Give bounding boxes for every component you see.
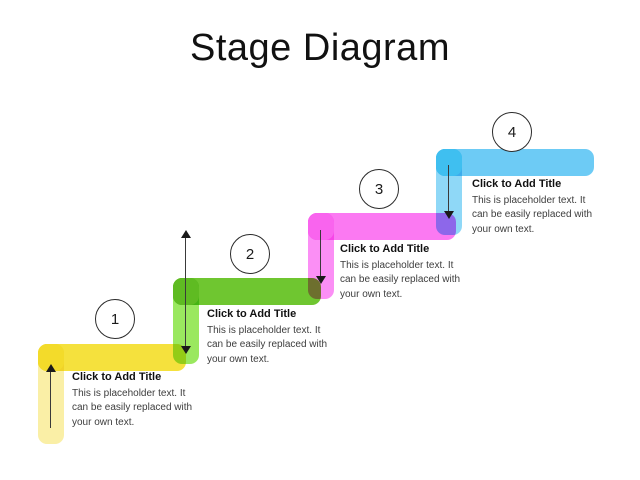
stage-1-body[interactable]: This is placeholder text. It can be easi… [72,387,193,428]
stage-4-body[interactable]: This is placeholder text. It can be easi… [472,194,593,235]
stage-3-arrow-line [320,230,321,278]
stage-2-bar-cap [173,278,199,305]
stage-3-title[interactable]: Click to Add Title [340,243,430,255]
stage-4-bar [436,149,594,176]
stage-4-number-badge[interactable]: 4 [492,112,532,152]
stage-3-text-block[interactable]: Click to Add Title This is placeholder t… [340,243,468,302]
stage-2-title[interactable]: Click to Add Title [207,308,297,320]
stage-4-text-block[interactable]: Click to Add Title This is placeholder t… [472,178,600,237]
stage-1-number-badge[interactable]: 1 [95,299,135,339]
stage-2-arrow-line [185,237,186,350]
stage-1-text-block[interactable]: Click to Add Title This is placeholder t… [72,371,200,430]
stage-3-number-badge[interactable]: 3 [359,169,399,209]
stage-2-body[interactable]: This is placeholder text. It can be easi… [207,324,328,365]
stage-4-title[interactable]: Click to Add Title [472,178,562,190]
stage-4-bar-cap [436,149,462,176]
stage-1-arrow-up-icon [46,364,56,372]
stage-4-arrow-line [448,165,449,213]
stage-3-bar-cap [308,213,334,240]
stage-1-arrow-line [50,372,51,428]
page-title: Stage Diagram [190,27,450,69]
stage-2-arrow-down-icon [181,346,191,354]
stage-1-title[interactable]: Click to Add Title [72,371,162,383]
stage-4-arrow-down-icon [444,211,454,219]
stage-3-arrow-down-icon [316,276,326,284]
stage-2-text-block[interactable]: Click to Add Title This is placeholder t… [207,308,335,367]
stage-2-arrow-up-icon [181,230,191,238]
stage-2-number-badge[interactable]: 2 [230,234,270,274]
stage-3-body[interactable]: This is placeholder text. It can be easi… [340,259,461,300]
